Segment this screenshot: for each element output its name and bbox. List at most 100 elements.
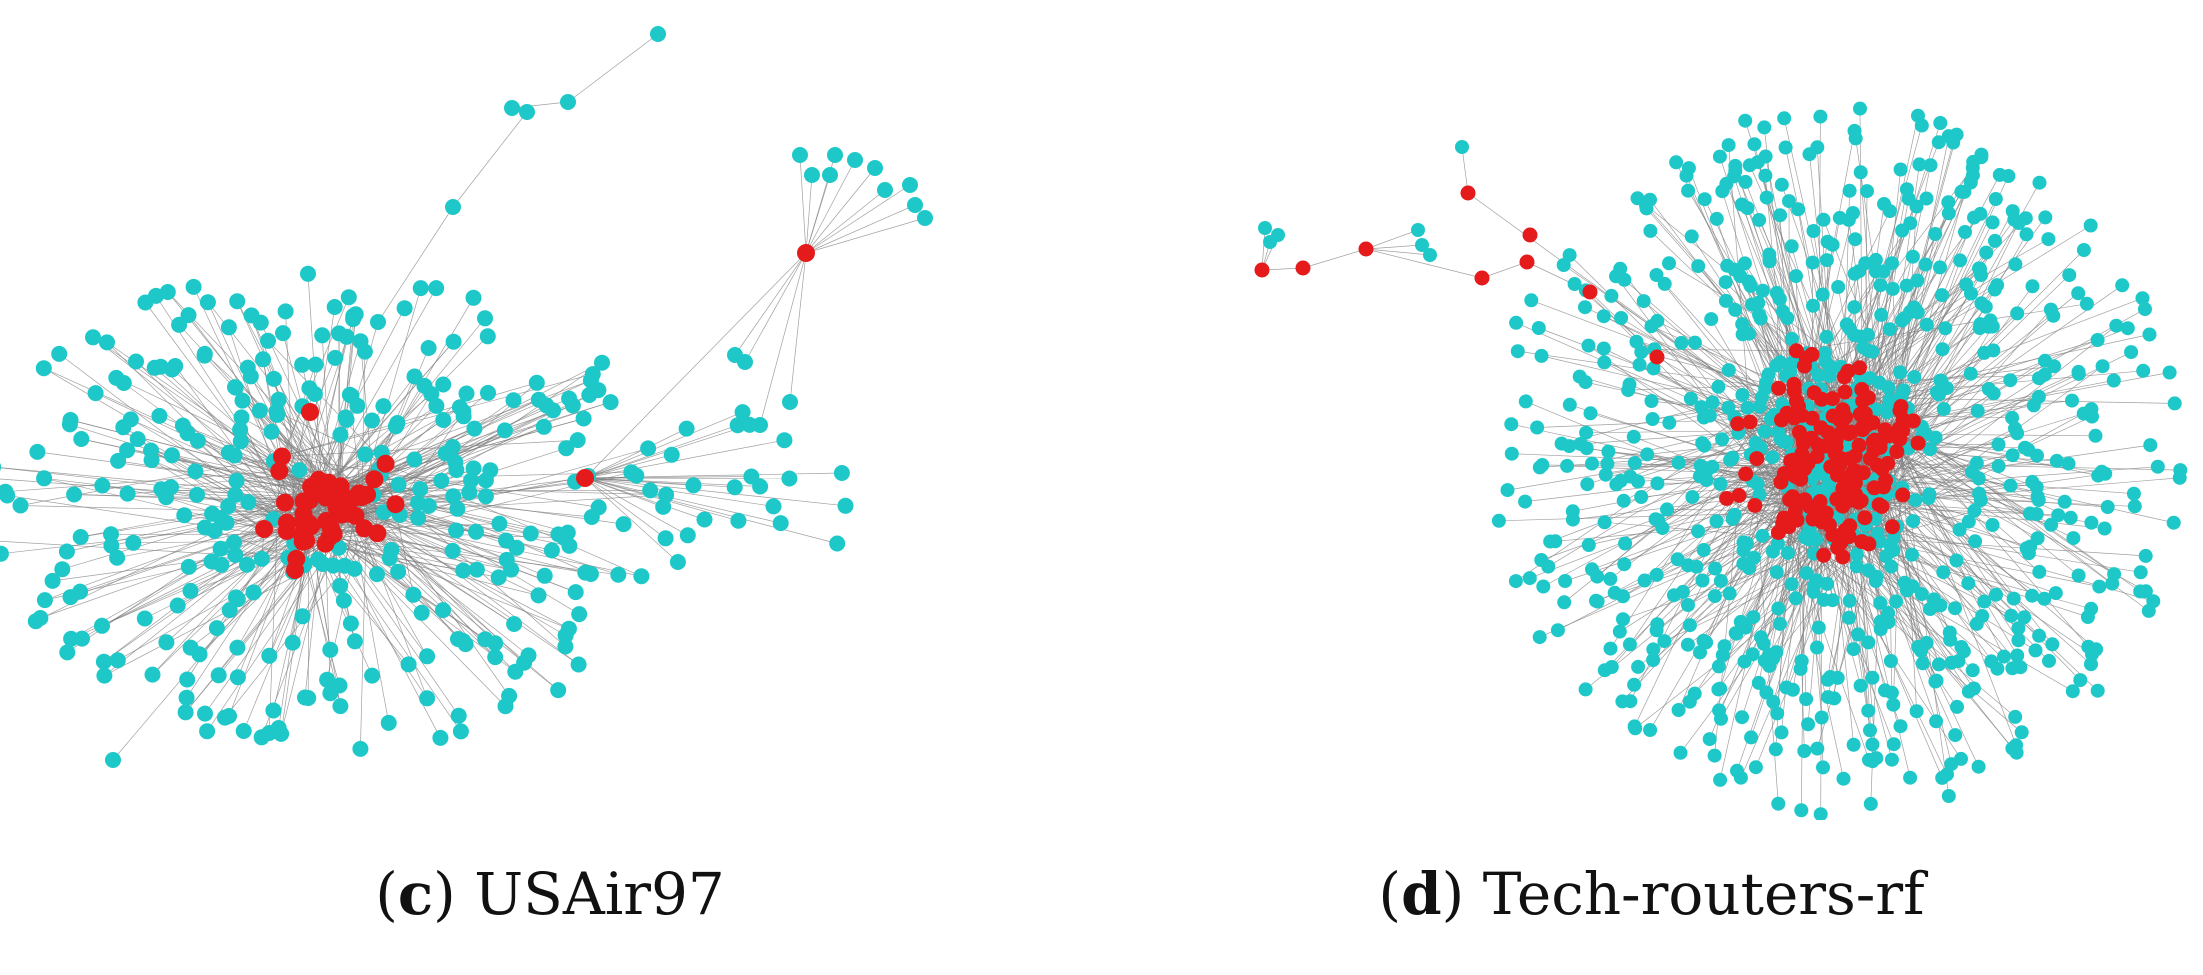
node — [737, 354, 753, 370]
node — [1919, 191, 1934, 206]
panel-tech-routers-rf: (d) Tech-routers-rf — [1100, 0, 2203, 975]
node — [1816, 592, 1831, 607]
node — [1597, 515, 1612, 530]
node — [428, 280, 445, 297]
node — [346, 633, 363, 650]
node — [1423, 248, 1437, 262]
node — [177, 704, 194, 721]
key-node — [331, 483, 350, 502]
node — [1974, 268, 1988, 283]
node — [765, 498, 782, 515]
node — [2045, 637, 2060, 652]
node — [1735, 710, 1749, 725]
edge — [584, 477, 838, 544]
node — [1562, 397, 1577, 412]
node — [306, 386, 323, 402]
node — [628, 467, 645, 484]
node — [1604, 288, 1619, 303]
node — [1809, 573, 1824, 588]
node — [1846, 737, 1861, 752]
node — [2071, 568, 2086, 583]
node — [1556, 258, 1571, 272]
edge — [182, 425, 324, 492]
node — [261, 647, 278, 664]
node — [577, 564, 594, 581]
node — [1868, 574, 1883, 589]
node — [2030, 448, 2044, 463]
node — [1737, 256, 1752, 271]
node — [2106, 373, 2121, 388]
node — [1583, 406, 1598, 421]
node — [1596, 309, 1611, 324]
node — [1865, 670, 1880, 685]
node — [419, 690, 436, 707]
node — [1557, 595, 1572, 610]
key-node — [1837, 384, 1853, 400]
edge — [1874, 439, 2147, 592]
node — [1754, 630, 1768, 645]
node — [1674, 335, 1689, 350]
node — [1961, 514, 1976, 529]
node — [1715, 432, 1730, 447]
key-node — [1474, 270, 1490, 286]
node — [1791, 202, 1806, 217]
node — [1762, 247, 1777, 262]
node — [1941, 195, 1956, 210]
node — [406, 451, 423, 468]
node — [1861, 703, 1876, 718]
node — [1965, 663, 1980, 678]
node — [1847, 266, 1862, 281]
node — [567, 584, 584, 601]
node — [530, 391, 547, 408]
node — [1530, 420, 1545, 435]
node — [569, 432, 586, 449]
node — [1751, 675, 1766, 690]
node — [1914, 118, 1929, 133]
node — [1929, 714, 1944, 729]
node — [36, 470, 53, 487]
node — [1637, 573, 1652, 588]
node — [251, 402, 268, 419]
node — [1946, 135, 1961, 150]
edge — [325, 336, 489, 498]
node — [2049, 453, 2064, 468]
node — [228, 589, 244, 606]
node — [1747, 137, 1762, 152]
node — [1650, 313, 1665, 328]
node — [245, 584, 262, 601]
node — [1709, 514, 1724, 529]
node — [1691, 259, 1706, 274]
node — [917, 210, 933, 226]
node — [260, 332, 276, 349]
node — [2090, 683, 2105, 698]
key-node — [1802, 498, 1817, 514]
node — [1819, 253, 1834, 268]
node — [1617, 557, 1632, 572]
node — [1736, 543, 1751, 558]
key-node — [1803, 430, 1819, 446]
node — [1508, 574, 1523, 589]
node — [1778, 140, 1793, 155]
node — [776, 432, 793, 449]
key-node — [376, 454, 395, 473]
node — [2073, 673, 2088, 688]
node — [1806, 584, 1821, 599]
node — [505, 392, 522, 409]
edge — [1892, 526, 1951, 640]
node — [1971, 759, 1986, 774]
node — [2083, 218, 2098, 233]
node — [480, 384, 496, 401]
node — [907, 197, 923, 213]
edge — [80, 499, 310, 538]
node — [1748, 760, 1763, 775]
node — [208, 620, 225, 637]
edge — [744, 252, 807, 363]
node — [199, 723, 216, 740]
node — [1794, 803, 1809, 818]
node — [2071, 366, 2086, 381]
node — [300, 690, 317, 706]
key-node — [1853, 493, 1869, 509]
edge — [1542, 464, 1797, 469]
node — [792, 147, 808, 163]
node — [1738, 617, 1752, 632]
